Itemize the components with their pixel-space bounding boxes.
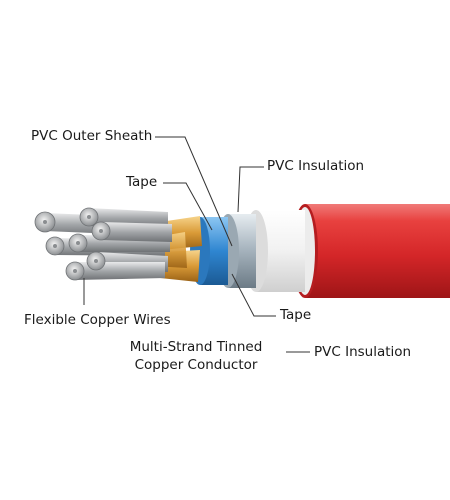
leader-tape-bottom (231, 273, 276, 317)
flexible-copper-wires (34, 207, 172, 281)
label-pvc-outer-sheath: PVC Outer Sheath (31, 128, 153, 144)
pvc-outer-sheath-section (292, 204, 450, 298)
label-tape-top: Tape (126, 174, 158, 190)
leader-lines (83, 136, 310, 353)
label-conductor-line1: Multi-Strand Tinned (129, 339, 263, 355)
label-pvc-insulation-bottom: PVC Insulation (314, 344, 412, 360)
leader-pvc-insulation-top (237, 166, 264, 213)
label-tape-bottom: Tape (280, 307, 312, 323)
label-flexible-copper-wires: Flexible Copper Wires (24, 312, 171, 328)
leader-pvc-outer-sheath (155, 136, 233, 247)
label-conductor-line2: Copper Conductor (134, 357, 258, 373)
leader-tape-top (163, 182, 213, 231)
label-pvc-insulation-top: PVC Insulation (267, 158, 365, 174)
